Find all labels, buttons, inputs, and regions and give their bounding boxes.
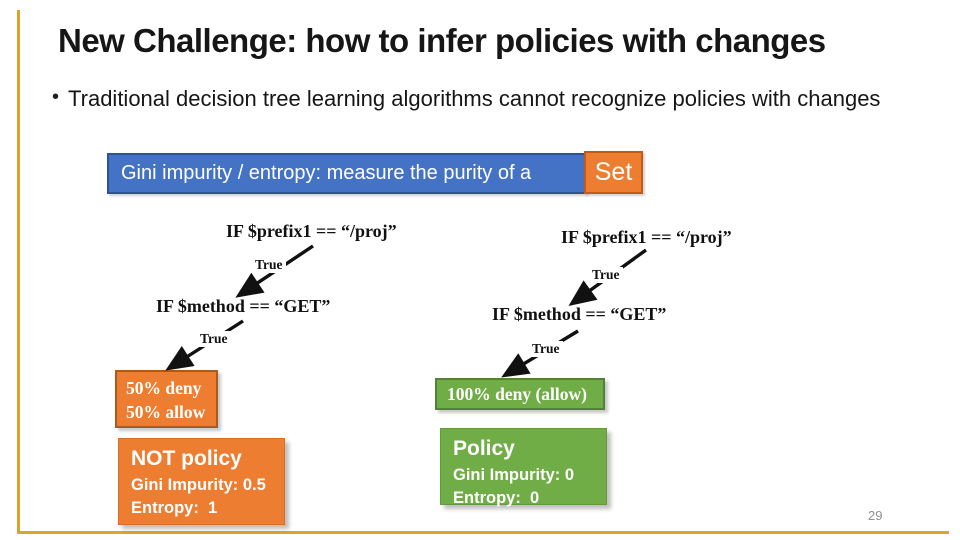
right-decision-node-2: IF $method == “GET” — [492, 304, 667, 324]
right-result-gini: Gini Impurity: 0 — [453, 466, 575, 484]
left-decision-node-2: IF $method == “GET” — [156, 296, 331, 316]
definition-banner-tag: Set — [584, 151, 643, 194]
bottom-accent-line — [17, 531, 949, 534]
left-result-title: NOT policy — [131, 447, 242, 470]
bullet-icon: • — [52, 86, 60, 108]
left-result-entropy: Entropy: 1 — [131, 499, 218, 518]
page-title: New Challenge: how to infer policies wit… — [58, 22, 826, 59]
right-decision-node-1: IF $prefix1 == “/proj” — [561, 227, 732, 247]
left-result-box: NOT policy Gini Impurity: 0.5 Entropy: 1 — [118, 438, 285, 525]
definition-banner-text: Gini impurity / entropy: measure the pur… — [121, 162, 532, 184]
right-leaf-line-1: 100% deny (allow) — [447, 384, 587, 404]
left-result-gini: Gini Impurity: 0.5 — [131, 476, 266, 494]
left-leaf-line-2: 50% allow — [126, 402, 206, 422]
right-edge-label-2: True — [529, 341, 563, 357]
bullet-text: Traditional decision tree learning algor… — [68, 86, 881, 111]
right-result-title: Policy — [453, 437, 515, 460]
bullet-item: • Traditional decision tree learning alg… — [52, 84, 932, 113]
definition-banner: Gini impurity / entropy: measure the pur… — [107, 153, 586, 194]
right-result-box: Policy Gini Impurity: 0 Entropy: 0 — [440, 428, 607, 507]
right-leaf-box: 100% deny (allow) — [435, 378, 605, 410]
left-leaf-box: 50% deny 50% allow — [115, 370, 218, 428]
right-edge-label-1: True — [589, 267, 623, 283]
definition-banner-tag-label: Set — [594, 158, 633, 186]
left-leaf-line-1: 50% deny — [126, 378, 202, 398]
left-decision-node-1: IF $prefix1 == “/proj” — [226, 221, 397, 241]
left-edge-label-2: True — [197, 331, 231, 347]
left-accent-line — [17, 10, 20, 532]
left-edge-label-1: True — [252, 257, 286, 273]
page-number: 29 — [868, 508, 883, 523]
right-result-entropy: Entropy: 0 — [453, 489, 540, 508]
